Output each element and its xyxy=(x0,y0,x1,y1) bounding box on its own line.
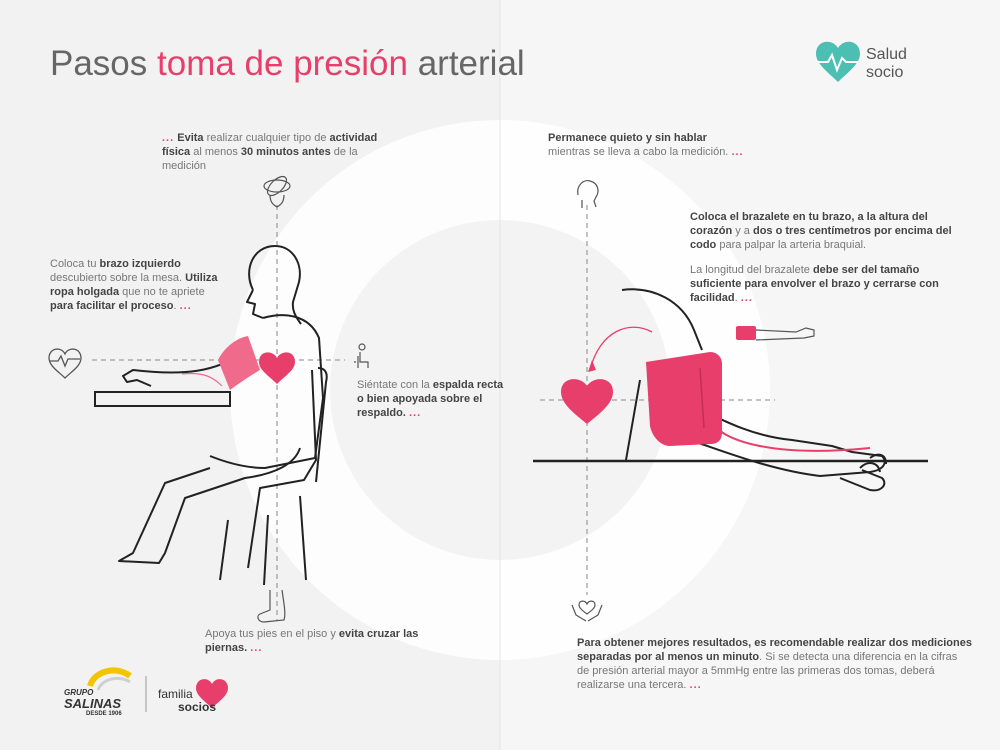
tip-feet: Apoya tus pies en el piso y evita cruzar… xyxy=(205,628,419,654)
familia-socios-logo: familia socios xyxy=(158,687,217,714)
hands-heart-icon xyxy=(571,600,603,622)
page-title: Pasos toma de presión arterial xyxy=(50,44,525,83)
foot-icon xyxy=(257,589,286,623)
tip-length: La longitud del brazalete debe ser del t… xyxy=(690,264,939,304)
tip-cuff: Coloca el brazalete en tu brazo, a la al… xyxy=(690,211,952,251)
cuff-arm-icon xyxy=(736,326,815,341)
tip-activity: ... Evita realizar cualquier tipo de act… xyxy=(162,132,378,172)
heartbeat-icon xyxy=(48,348,82,379)
brain-icon xyxy=(263,175,291,208)
tip-sit: Siéntate con la espalda recta o bien apo… xyxy=(357,379,504,419)
seated-person-figure xyxy=(118,245,328,586)
tip-arm: Coloca tu brazo izquierdo descubierto so… xyxy=(50,258,218,312)
seated-person-icon xyxy=(354,343,369,368)
tip-results: Para obtener mejores resultados, es reco… xyxy=(577,637,972,691)
grupo-salinas-logo: GRUPO SALINAS DESDE 1906 xyxy=(64,688,122,717)
brand-name: Salud socio xyxy=(866,46,907,81)
head-icon xyxy=(577,180,599,208)
